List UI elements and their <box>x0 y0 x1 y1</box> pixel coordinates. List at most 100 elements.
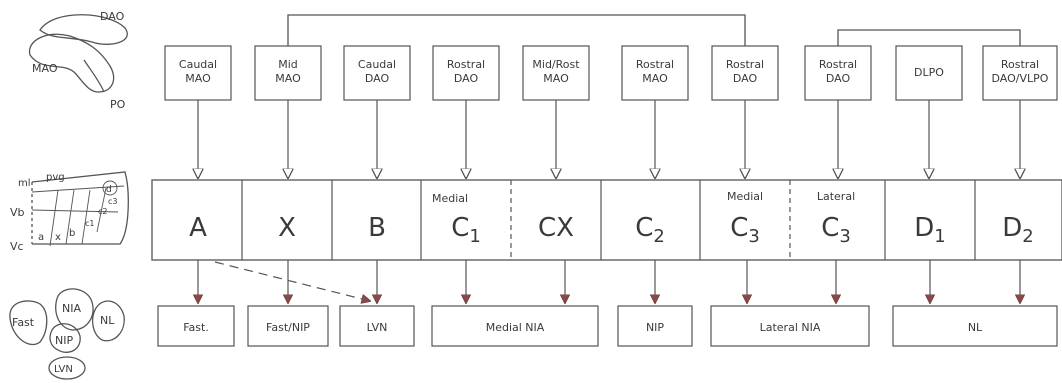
source-box: Rostral MAO <box>621 45 689 101</box>
zone-main: B <box>368 213 386 243</box>
source-line1: Rostral <box>447 58 485 71</box>
target-box: LVN <box>339 305 415 347</box>
source-to-zone-arrows <box>198 100 1020 178</box>
source-box: Rostral DAO <box>432 45 500 101</box>
zone-cell-c2: C2 <box>635 213 665 247</box>
zone-main: C <box>451 213 469 243</box>
zone-cell-medial-c3: Medial C3 <box>727 190 763 247</box>
cortex-label-x: x <box>55 232 61 243</box>
cortex-label-d: d <box>106 185 112 195</box>
zone-sub: 1 <box>934 226 945 247</box>
nuclei-label-nip: NIP <box>55 334 73 347</box>
source-line1: Rostral <box>726 58 764 71</box>
svg-text:CX: CX <box>538 213 574 243</box>
svg-text:C3: C3 <box>730 213 760 247</box>
source-line2: DAO <box>365 72 390 85</box>
source-box: Rostral DAO/VLPO <box>982 45 1058 101</box>
zone-sub: 2 <box>653 226 664 247</box>
target-label: NL <box>968 321 983 334</box>
nuclei-label-fast: Fast <box>12 316 35 329</box>
svg-text:D1: D1 <box>914 213 945 247</box>
source-line2: MAO <box>185 72 211 85</box>
source-line2: DAO <box>454 72 479 85</box>
top-connectors <box>287 14 1021 46</box>
nuclei-label-nl: NL <box>100 314 115 327</box>
source-line1: Caudal <box>179 58 217 71</box>
source-line1: Mid/Rost <box>532 58 580 71</box>
target-label: Lateral NIA <box>760 321 821 334</box>
svg-text:C3: C3 <box>821 213 851 247</box>
zone-cell-lateral-c3: Lateral C3 <box>817 190 855 247</box>
source-line1: Caudal <box>358 58 396 71</box>
svg-text:X: X <box>278 213 296 243</box>
source-box: Rostral DAO <box>804 45 872 101</box>
target-box: Fast. <box>157 305 235 347</box>
source-line2: MAO <box>275 72 301 85</box>
cortex-label-pvg: pvg <box>46 172 65 183</box>
source-line1: Rostral <box>636 58 674 71</box>
svg-text:C2: C2 <box>635 213 665 247</box>
zone-sub: 1 <box>469 226 480 247</box>
target-box: Medial NIA <box>431 305 599 347</box>
zone-main: D <box>914 213 934 243</box>
cortex-label-a: a <box>38 232 44 243</box>
svg-text:B: B <box>368 213 386 243</box>
target-box: Lateral NIA <box>710 305 870 347</box>
cortex-label-c2: c2 <box>98 207 108 216</box>
zone-main: C <box>821 213 839 243</box>
cortical-zone-row: A X B Medial C1 CX C2 Medial C3 Lateral … <box>151 179 1062 261</box>
zone-main: C <box>635 213 653 243</box>
olive-label-mao: MAO <box>32 62 58 75</box>
cortex-label-ml: ml <box>18 178 31 189</box>
inferior-olive-inset: DAO MAO PO <box>29 10 128 111</box>
nuclei-label-lvn: LVN <box>54 364 73 375</box>
target-box: NL <box>892 305 1058 347</box>
zone-cell-x: X <box>278 213 296 243</box>
zone-main: CX <box>538 213 574 243</box>
source-line2: DAO <box>826 72 851 85</box>
nuclei-label-nia: NIA <box>62 302 81 315</box>
source-line2: MAO <box>543 72 569 85</box>
svg-text:D2: D2 <box>1002 213 1033 247</box>
source-box: Mid/Rost MAO <box>522 45 590 101</box>
cortex-label-vb: Vb <box>10 206 25 219</box>
zone-cell-d2: D2 <box>1002 213 1033 247</box>
cortex-label-c1: c1 <box>85 219 95 228</box>
olive-source-row: Caudal MAO Mid MAO Caudal DAO Rostral DA… <box>164 45 1058 101</box>
olive-label-po: PO <box>110 98 126 111</box>
zone-main: A <box>189 213 207 243</box>
source-line2: MAO <box>642 72 668 85</box>
target-label: Fast. <box>183 321 209 334</box>
source-line2: DAO/VLPO <box>992 72 1049 85</box>
zone-prefix: Medial <box>727 190 763 203</box>
source-box: Caudal DAO <box>343 45 411 101</box>
zone-prefix: Lateral <box>817 190 855 203</box>
zone-main: C <box>730 213 748 243</box>
cortex-label-vc: Vc <box>10 240 24 253</box>
zone-main: D <box>1002 213 1022 243</box>
zone-prefix: Medial <box>432 192 468 205</box>
target-label: Medial NIA <box>486 321 545 334</box>
zone-sub: 2 <box>1022 226 1033 247</box>
svg-text:A: A <box>189 213 207 243</box>
zone-cell-a: A <box>189 213 207 243</box>
source-box: DLPO <box>895 45 963 101</box>
source-line1: Mid <box>278 58 298 71</box>
target-label: Fast/NIP <box>266 321 310 334</box>
zone-sub: 3 <box>748 226 759 247</box>
zone-main: X <box>278 213 296 243</box>
source-box: Caudal MAO <box>164 45 232 101</box>
cortex-label-c3: c3 <box>108 197 118 206</box>
source-box: Mid MAO <box>254 45 322 101</box>
zone-cell-b: B <box>368 213 386 243</box>
zone-cell-cx: CX <box>538 213 574 243</box>
source-line2: DAO <box>733 72 758 85</box>
target-label: LVN <box>367 321 388 334</box>
source-line1: Rostral <box>819 58 857 71</box>
cortex-label-b: b <box>69 228 75 239</box>
zone-sub: 3 <box>839 226 850 247</box>
target-label: NIP <box>646 321 664 334</box>
target-box: NIP <box>617 305 693 347</box>
